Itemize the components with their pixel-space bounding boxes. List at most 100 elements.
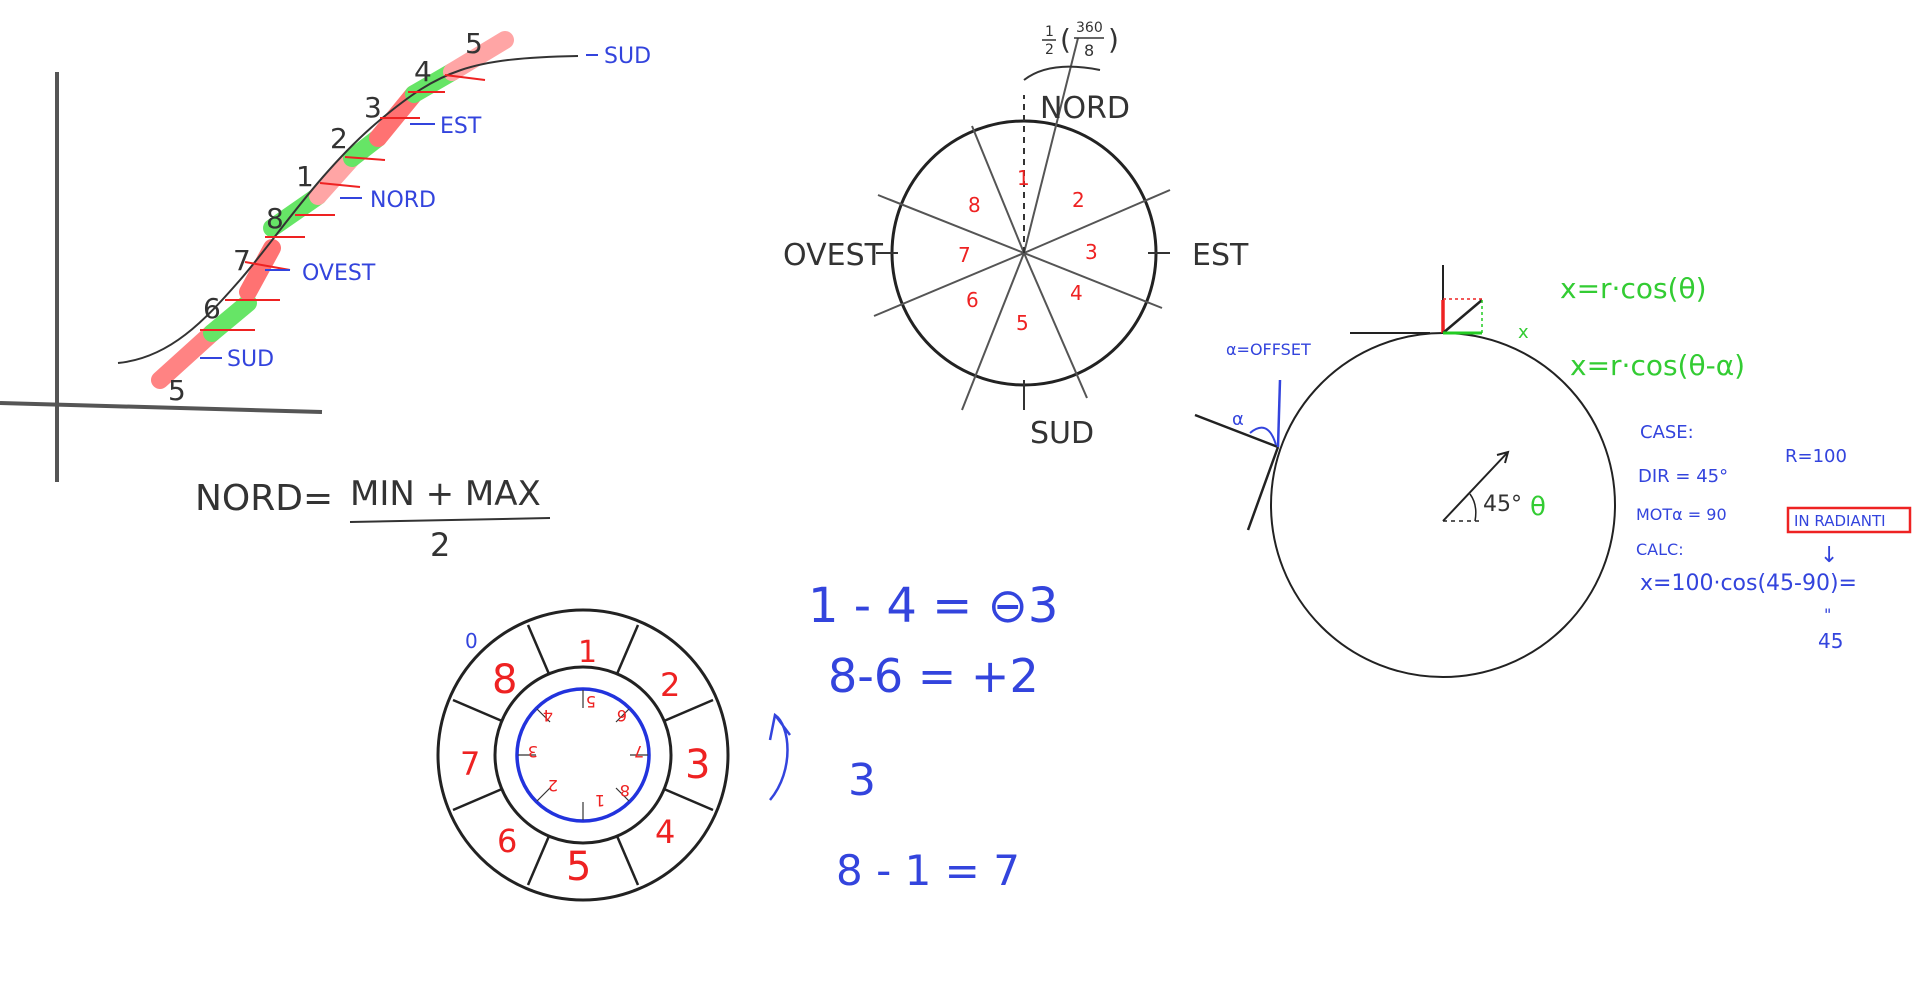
- ring-inner-number: 5: [586, 692, 596, 711]
- ring-inner-number: 8: [620, 781, 630, 800]
- fraction-bar: [349, 517, 551, 523]
- compass-diagram: 1 2 ( 360 8 ) NORD EST SUD OVEST 1 2 3 4…: [783, 20, 1249, 451]
- band-red: [151, 324, 221, 389]
- arith-line-3: 3: [848, 755, 876, 806]
- radius-vector-top: [1442, 299, 1483, 334]
- formula-denominator: 2: [430, 526, 450, 564]
- graph-number: 7: [233, 244, 251, 277]
- graph-number: 5: [168, 374, 186, 407]
- offset-circle-diagram: α=OFFSET α 45° θ x x=r·cos(θ) x=r·cos(θ-…: [1194, 265, 1912, 678]
- ring-outer-number: 7: [460, 745, 480, 783]
- ring-outer-circle: [436, 608, 730, 902]
- case-r: R=100: [1785, 446, 1847, 467]
- arithmetic-notes: 1 - 4 = ⊖3 8-6 = +2 3 8 - 1 = 7: [808, 578, 1058, 895]
- ring-inner-ticks: [518, 690, 648, 820]
- graph-x-axis: [0, 401, 323, 414]
- label-est: EST: [1192, 238, 1249, 273]
- band-red: [443, 31, 514, 81]
- offset-line-b: [1246, 446, 1280, 531]
- radianti-label: IN RADIANTI: [1794, 512, 1886, 530]
- ring-outer-number: 2: [660, 666, 680, 704]
- ring-inner-number: 6: [617, 706, 627, 725]
- graph-ticks: [200, 74, 486, 331]
- label-nord: NORD: [1040, 91, 1130, 126]
- ring-outer-number: 3: [685, 742, 710, 788]
- sector-number: 6: [966, 288, 979, 312]
- graph-number: 4: [414, 55, 432, 88]
- offset-frac-den: 2: [1045, 42, 1054, 58]
- ring-inner-circle: [493, 665, 673, 845]
- x-small-label: x: [1518, 322, 1529, 343]
- angle-label: 45°: [1483, 492, 1522, 517]
- case-title: CASE:: [1640, 422, 1694, 443]
- alpha-symbol: α: [1232, 409, 1244, 430]
- ring-outer-number: 6: [497, 822, 517, 860]
- offset-blue-line: [1276, 379, 1282, 448]
- offset-paren-num: 360: [1076, 20, 1103, 36]
- ring-outer-number: 4: [655, 813, 675, 851]
- label-ovest: OVEST: [783, 238, 884, 273]
- ring-inner-number: 7: [634, 742, 644, 761]
- arith-line-1: 1 - 4 = ⊖3: [808, 578, 1058, 634]
- x-calc-line: x=100·cos(45-90)=: [1640, 571, 1857, 596]
- graph-number: 5: [465, 27, 483, 60]
- graph-label-sud: SUD: [227, 347, 274, 372]
- ring-outer-number: 5: [566, 844, 591, 890]
- ring-inner-number: 4: [543, 706, 553, 725]
- graph-label-est: EST: [440, 114, 482, 139]
- offset-paren-close: ): [1108, 23, 1119, 56]
- band-green: [203, 294, 257, 342]
- offset-brace: [1023, 65, 1101, 81]
- ring-zero-label: 0: [465, 629, 478, 653]
- alpha-offset-label: α=OFFSET: [1226, 340, 1311, 359]
- direction-graph: 5 6 7 8 1 2 3 4 5 SUD OVEST NORD EST SUD: [0, 27, 651, 482]
- band-red: [239, 239, 281, 301]
- ring-outer-number: 8: [492, 657, 517, 703]
- graph-label-nord: NORD: [370, 188, 436, 213]
- offset-frac-num: 1: [1045, 24, 1054, 40]
- ring-inner-number: 1: [595, 791, 605, 810]
- direction-arrowhead: [1496, 450, 1510, 464]
- rotation-arrow: [768, 712, 791, 801]
- big-circle: [1270, 332, 1616, 678]
- sector-number: 4: [1070, 281, 1083, 305]
- sector-number: 1: [1017, 166, 1030, 190]
- theta-label: θ: [1530, 492, 1546, 522]
- case-dir: DIR = 45°: [1638, 466, 1728, 487]
- ring-diagram: 0 1 2 3 4 5 6 7 8 1 2 3 4 5 6 7 8: [436, 608, 730, 902]
- formula-numerator: MIN + MAX: [350, 474, 541, 514]
- compass-spokes: [873, 37, 1171, 411]
- offset-line-a: [1194, 413, 1279, 449]
- arith-line-4: 8 - 1 = 7: [836, 846, 1020, 895]
- radianti-box: [1786, 506, 1912, 534]
- ring-outer-number: 1: [578, 635, 597, 670]
- sector-number: 8: [968, 193, 981, 217]
- ring-dividers: [452, 624, 714, 886]
- equals-mark: ": [1824, 605, 1831, 624]
- graph-label-ovest: OVEST: [302, 261, 376, 286]
- nord-formula: NORD= MIN + MAX 2: [195, 474, 551, 564]
- ring-inner-number: 2: [548, 776, 558, 795]
- arith-line-2: 8-6 = +2: [828, 649, 1039, 703]
- case-calc: CALC:: [1636, 540, 1684, 559]
- equation-cos-theta: x=r·cos(θ): [1560, 272, 1707, 305]
- ring-blue-circle: [515, 687, 651, 823]
- ring-inner-number: 3: [528, 742, 538, 761]
- graph-number: 1: [296, 160, 314, 193]
- radianti-arrow: ↓: [1820, 543, 1838, 568]
- graph-label-ticks: [200, 54, 598, 359]
- graph-number: 3: [364, 91, 382, 124]
- x-calc-result: 45: [1818, 629, 1843, 653]
- formula-lhs: NORD=: [195, 478, 333, 519]
- sector-number: 2: [1072, 188, 1085, 212]
- graph-label-sud: SUD: [604, 44, 651, 69]
- sector-number: 7: [958, 243, 971, 267]
- offset-paren-den: 8: [1084, 41, 1094, 60]
- direction-arrow: [1442, 451, 1509, 522]
- angle-arc: [1469, 493, 1477, 522]
- sector-number: 3: [1085, 240, 1098, 264]
- graph-number: 6: [203, 292, 221, 325]
- graph-number: 8: [266, 202, 284, 235]
- alpha-arc: [1249, 426, 1277, 446]
